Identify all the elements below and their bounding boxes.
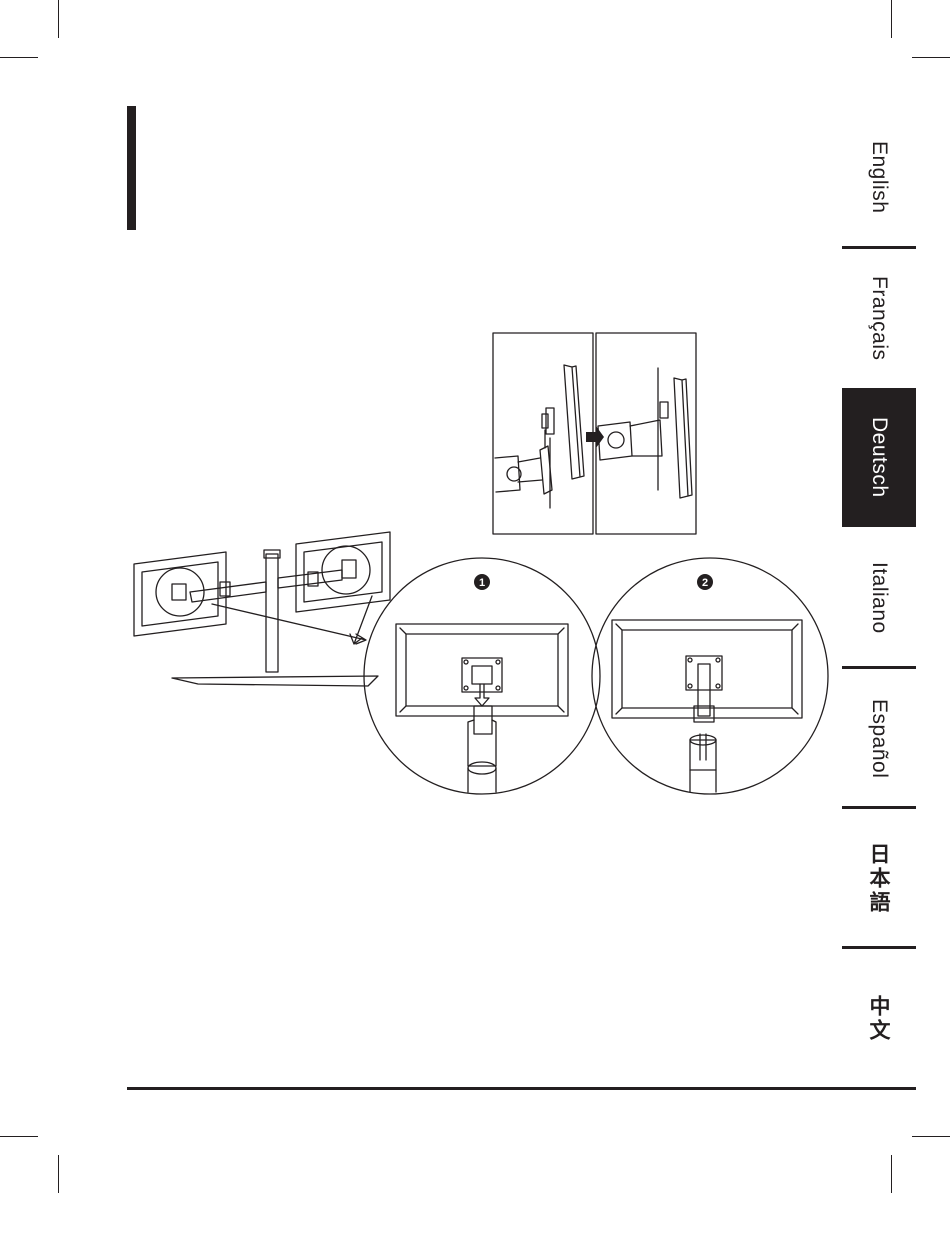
- crop-mark: [58, 1155, 59, 1193]
- crop-mark: [0, 57, 38, 58]
- tab-label: English: [867, 141, 891, 213]
- section-title-bar: [127, 106, 136, 230]
- tab-espanol[interactable]: Español: [842, 669, 916, 808]
- tab-chinese[interactable]: 中文: [842, 949, 916, 1088]
- arrow-right-icon: [586, 426, 604, 448]
- detail-step-1-illustration: 1: [362, 556, 602, 796]
- detail-step-2-illustration: 2: [590, 556, 830, 796]
- language-tabs: English Français Deutsch Italiano Españo…: [842, 108, 916, 1076]
- tab-label: Español: [867, 699, 891, 778]
- tab-francais[interactable]: Français: [842, 249, 916, 388]
- crop-mark: [912, 1136, 950, 1137]
- monitor-side-after: [598, 368, 692, 498]
- crop-mark: [891, 1155, 892, 1193]
- tab-label: 日本語: [864, 843, 894, 915]
- tab-label: Français: [867, 276, 891, 361]
- crop-mark: [891, 0, 892, 38]
- tab-deutsch[interactable]: Deutsch: [842, 388, 916, 527]
- monitor-side-before: [495, 365, 584, 508]
- side-view-panel-before: [493, 333, 593, 534]
- tab-english[interactable]: English: [842, 108, 916, 247]
- left-monitor: [134, 552, 226, 636]
- tab-italiano[interactable]: Italiano: [842, 528, 916, 667]
- tab-japanese[interactable]: 日本語: [842, 809, 916, 948]
- tab-label: Deutsch: [867, 417, 891, 498]
- tab-label: 中文: [864, 995, 894, 1043]
- side-view-illustration: [490, 330, 700, 540]
- stand-base: [172, 676, 378, 686]
- step-number: 1: [479, 577, 485, 589]
- footer-rule: [127, 1087, 916, 1090]
- stand-pole: [264, 550, 280, 672]
- step-number: 2: [702, 577, 708, 589]
- tab-label: Italiano: [867, 562, 891, 634]
- crop-mark: [912, 57, 950, 58]
- crop-mark: [58, 0, 59, 38]
- crop-mark: [0, 1136, 38, 1137]
- callout-line: [212, 604, 366, 644]
